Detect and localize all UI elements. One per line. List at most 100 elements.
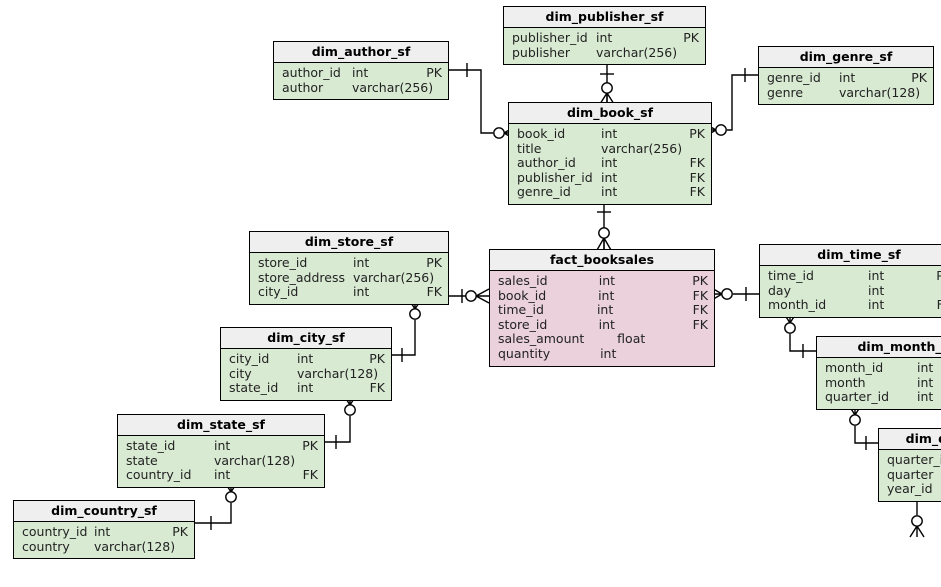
attribute-name: book_id (498, 287, 547, 303)
attribute-name: publisher (512, 44, 571, 60)
attribute-row: time_id int PK (760, 268, 941, 284)
entity-title-dim_store_sf: dim_store_sf (250, 232, 448, 253)
attribute-name: city (229, 365, 252, 381)
attribute-key-badge: PK (936, 268, 941, 284)
attribute-key-badge: FK (689, 169, 705, 185)
edge-state-city (325, 393, 358, 449)
attribute-type: int (601, 169, 618, 185)
attribute-type: int (596, 302, 614, 318)
attribute-key-badge: FK (692, 287, 709, 303)
entity-title-dim_state_sf: dim_state_sf (118, 415, 324, 436)
entity-dim_quarter_sf[interactable]: dim_quarter_sfquarter_idintPKquarterinty… (878, 428, 941, 502)
entity-dim_time_sf[interactable]: dim_time_sftime_idintPKdayintmonth_idint… (759, 244, 941, 318)
attribute-name: author_id (517, 155, 576, 171)
attribute-type: int (917, 374, 934, 390)
attribute-name: time_id (768, 268, 814, 283)
attribute-key-badge: FK (689, 184, 705, 200)
attribute-key-badge: PK (172, 524, 188, 539)
attribute-type: int (917, 389, 934, 405)
attribute-name: state_id (126, 438, 176, 453)
edge-author-book (449, 63, 517, 141)
attribute-name: time_id (498, 302, 544, 318)
edge-quarter-year-stub (909, 502, 925, 538)
attribute-name: publisher_id (512, 30, 588, 45)
attribute-key-badge: FK (692, 302, 708, 318)
attribute-name: month_id (825, 360, 884, 375)
attribute-name: title (517, 140, 542, 156)
attribute-key-badge: PK (426, 255, 442, 270)
attribute-name: genre_id (767, 70, 821, 85)
attribute-key-badge: FK (369, 380, 385, 396)
attribute-row: month int (817, 374, 941, 391)
attribute-key-badge: FK (937, 298, 941, 313)
attribute-type: int (601, 126, 618, 141)
attribute-name: quarter (887, 466, 934, 482)
edge-month-time (782, 311, 816, 358)
attribute-type: varchar(256) (352, 79, 434, 95)
entity-title-dim_city_sf: dim_city_sf (221, 328, 391, 349)
edge-city-store (392, 297, 423, 362)
attribute-type: int (598, 287, 615, 303)
entity-title-fact_booksales: fact_booksales (490, 250, 714, 271)
attribute-key-badge: FK (426, 284, 442, 300)
attribute-name: country (22, 538, 70, 554)
entity-title-dim_genre_sf: dim_genre_sf (759, 47, 933, 68)
attribute-row: publisher_id int FK (509, 169, 711, 186)
edge-country-state (195, 480, 239, 530)
attribute-type: int (601, 184, 618, 200)
attribute-name: quarter_id (825, 389, 890, 405)
entity-title-dim_author_sf: dim_author_sf (274, 42, 448, 63)
attribute-type: int (297, 351, 314, 366)
attribute-name: book_id (517, 126, 566, 141)
attribute-name: year_id (887, 481, 933, 497)
entity-dim_month_sf[interactable]: dim_month_sfmonth_idintPKmonthintquarter… (816, 336, 941, 410)
edge-genre-book (703, 68, 758, 138)
attribute-key-badge: PK (911, 70, 927, 85)
attribute-type: int (598, 316, 615, 332)
attribute-key-badge: FK (689, 155, 705, 171)
attribute-name: sales_amount (498, 331, 585, 347)
attribute-key-badge: PK (689, 126, 705, 141)
attribute-name: city_id (258, 284, 299, 300)
attribute-type: int (598, 273, 616, 288)
attribute-type: varchar(256) (601, 140, 683, 156)
attribute-type: int (868, 268, 885, 283)
attribute-row: quarterint (879, 466, 941, 483)
attribute-name: month (825, 374, 866, 390)
attribute-name: state_id (229, 380, 279, 396)
attribute-type: int (596, 30, 613, 45)
attribute-name: publisher_id (517, 169, 593, 185)
attribute-type: int (601, 155, 618, 171)
attribute-key-badge: PK (692, 273, 709, 288)
entity-title-dim_book_sf: dim_book_sf (509, 103, 711, 124)
